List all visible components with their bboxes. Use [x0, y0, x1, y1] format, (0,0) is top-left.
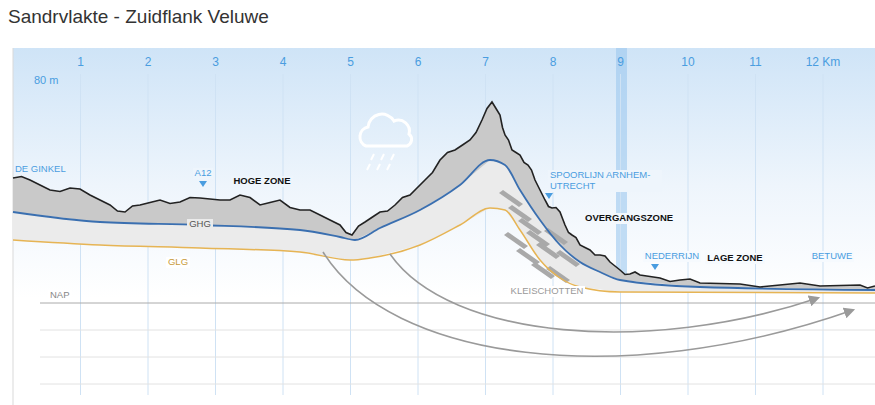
km-tick-label: 5 [347, 56, 354, 70]
location-marker [545, 193, 553, 199]
zone-label: HOGE ZONE [231, 176, 292, 187]
rain-drop [387, 164, 390, 170]
rain-drop [391, 154, 394, 160]
nap-label: NAP [48, 290, 72, 301]
km-tick-label: 1 [77, 56, 84, 70]
km-tick-label: 6 [415, 56, 422, 70]
depth-gridline [40, 384, 875, 385]
location-marker [199, 181, 207, 187]
rain-drop [377, 164, 380, 170]
clay-label: KLEISCHOTTEN [509, 286, 586, 297]
clay-lens [536, 242, 560, 259]
place-label: SPOORLIJN ARNHEM-UTRECHT [548, 170, 662, 192]
ghg-line [13, 160, 875, 290]
km-tick-label: 4 [280, 56, 287, 70]
clay-lens [499, 190, 523, 207]
location-marker [651, 264, 659, 270]
ghg-label: GHG [187, 219, 213, 230]
sky-ground [13, 48, 875, 298]
km-tick-label: 7 [482, 56, 489, 70]
rain-drop [367, 164, 370, 170]
depth-gridline [40, 357, 875, 358]
km-gridline [755, 74, 756, 395]
place-label: DE GINKEL [15, 164, 66, 175]
km-tick-label: 2 [145, 56, 152, 70]
surface-line [13, 102, 875, 288]
km-tick-label: 11 [749, 56, 761, 70]
km-tick-label: 12 Km [806, 56, 841, 70]
topsoil-band [13, 102, 875, 290]
km-gridline [620, 74, 621, 395]
diagram-title: Sandrvlakte - Zuidflank Veluwe [8, 6, 269, 28]
height-label: 80 m [34, 74, 58, 87]
rain-drop [381, 154, 384, 160]
flow-arrow [390, 254, 818, 332]
glg-line [13, 208, 875, 293]
glg-label: GLG [166, 257, 190, 268]
km-gridline [823, 74, 824, 395]
water-column [616, 48, 627, 274]
km-tick-label: 9 [617, 56, 624, 70]
clay-lens [546, 266, 570, 283]
zone-label: OVERGANGSZONE [583, 213, 675, 224]
km-tick-label: 3 [212, 56, 219, 70]
clay-lens [504, 232, 528, 249]
km-tick-label: 10 [681, 56, 694, 70]
place-label: NEDERRIJN [643, 251, 701, 262]
depth-gridline [40, 330, 875, 331]
flow-arrow [323, 252, 853, 356]
rain-cloud [360, 114, 412, 146]
rain-drop [371, 154, 374, 160]
km-tick-label: 8 [550, 56, 557, 70]
place-label: BETUWE [810, 251, 855, 262]
clay-lens [508, 205, 532, 222]
place-label: A12 [193, 168, 214, 179]
km-gridline [688, 74, 689, 395]
nap-line [40, 303, 875, 304]
zone-label: LAGE ZONE [705, 253, 764, 264]
